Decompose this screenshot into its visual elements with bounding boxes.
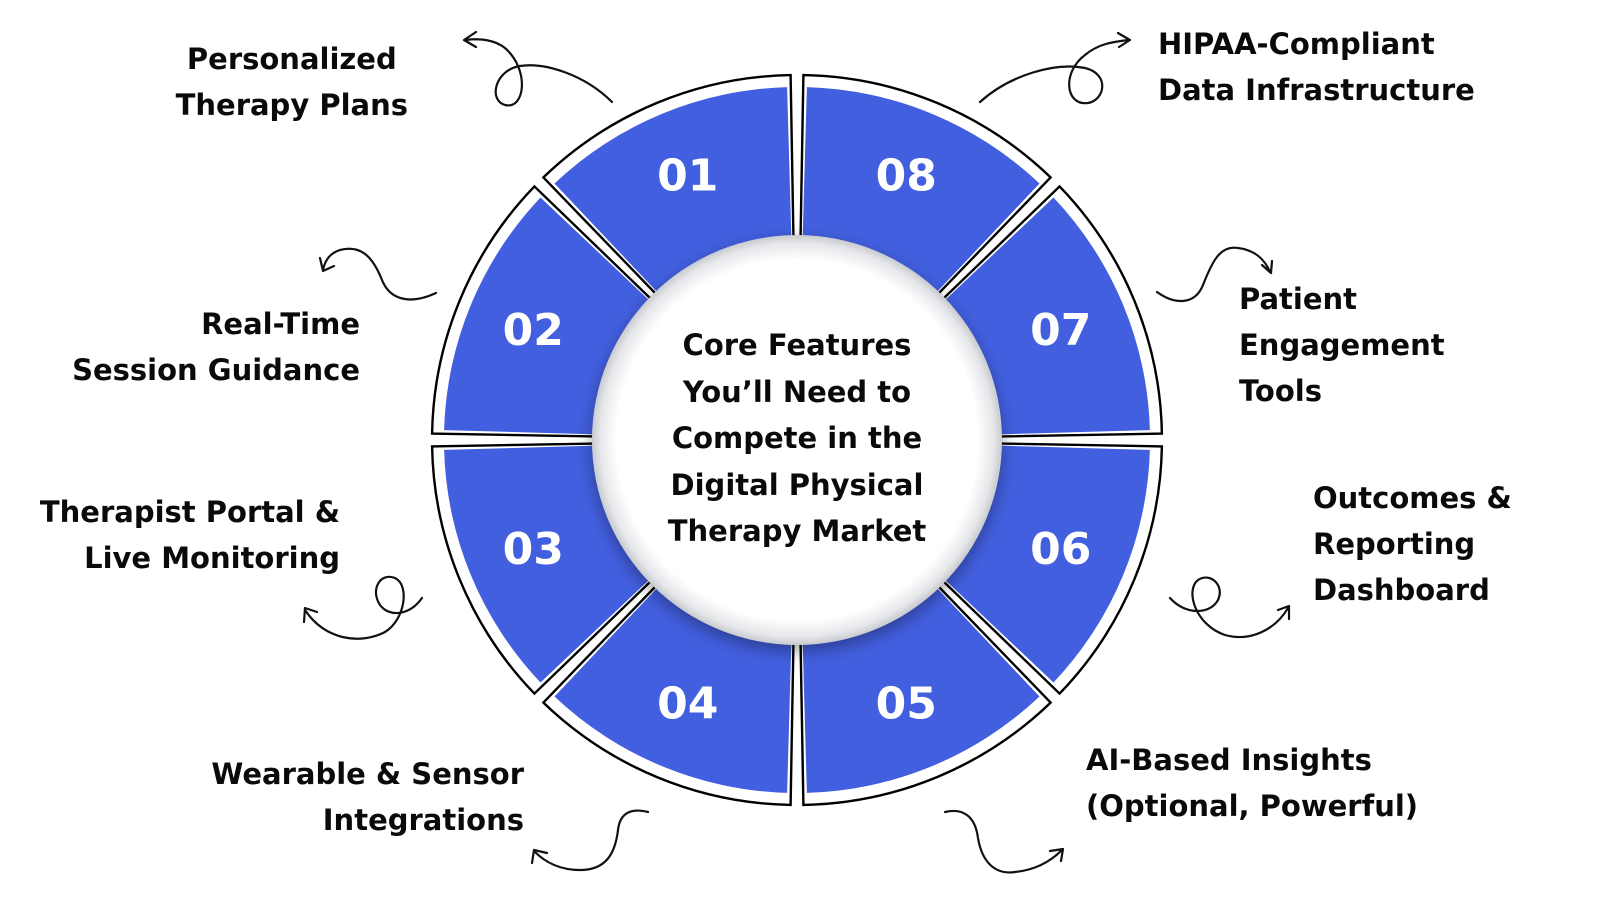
center-title-line: Therapy Market <box>667 514 927 548</box>
segment-number-02: 02 <box>503 305 564 356</box>
curly-arrow-icon-01 <box>462 30 614 107</box>
feature-label-line: Tools <box>1239 374 1322 408</box>
feature-label-line: Real-Time <box>201 307 360 341</box>
feature-label-08: HIPAA-Compliant Data Infrastructure <box>1158 21 1475 113</box>
feature-label-line: HIPAA-Compliant <box>1158 27 1435 61</box>
feature-label-line: Data Infrastructure <box>1158 73 1475 107</box>
curly-arrow-icon-07 <box>1155 246 1274 302</box>
feature-label-line: Reporting <box>1313 527 1476 561</box>
feature-label-07: Patient Engagement Tools <box>1239 276 1445 414</box>
segment-numbers: 01 02 03 04 05 06 07 08 <box>503 151 1092 730</box>
feature-label-05: AI-Based Insights (Optional, Powerful) <box>1086 737 1418 829</box>
feature-label-line: AI-Based Insights <box>1086 743 1372 777</box>
curly-arrow-icon-06 <box>1168 576 1291 639</box>
center-circle <box>592 235 1002 645</box>
center-title-line: You’ll Need to <box>682 374 912 409</box>
segment-number-01: 01 <box>657 151 718 202</box>
feature-label-line: Live Monitoring <box>84 541 340 575</box>
feature-label-line: Wearable & Sensor <box>211 757 524 791</box>
curly-arrow-icon-05 <box>943 809 1065 874</box>
feature-label-line: Outcomes & <box>1313 481 1512 515</box>
arrows-layer <box>302 30 1291 874</box>
feature-label-line: Dashboard <box>1313 573 1490 607</box>
feature-label-line: Personalized <box>186 42 397 76</box>
center-circle-group <box>592 235 1002 645</box>
feature-label-06: Outcomes & Reporting Dashboard <box>1313 475 1512 613</box>
feature-label-03: Therapist Portal & Live Monitoring <box>40 489 340 581</box>
curly-arrow-icon-08 <box>978 31 1132 105</box>
curly-arrow-icon-04 <box>530 809 650 872</box>
center-title-line: Core Features <box>682 328 912 362</box>
segment-number-06: 06 <box>1030 524 1091 575</box>
feature-label-line: Patient <box>1239 282 1358 316</box>
feature-label-line: Therapy Plans <box>175 88 408 122</box>
segment-number-03: 03 <box>503 524 564 575</box>
feature-label-02: Real-Time Session Guidance <box>72 301 360 393</box>
feature-label-line: Session Guidance <box>72 353 360 387</box>
feature-label-line: (Optional, Powerful) <box>1086 789 1419 823</box>
center-title-line: Digital Physical <box>670 467 924 502</box>
curly-arrow-icon-03 <box>302 575 424 640</box>
feature-label-line: Therapist Portal & <box>39 495 340 529</box>
segment-number-05: 05 <box>876 678 937 729</box>
curly-arrow-icon-02 <box>318 247 438 301</box>
center-title-line: Compete in the <box>671 421 923 455</box>
segment-number-04: 04 <box>657 678 718 729</box>
feature-label-01: Personalized Therapy Plans <box>176 36 408 128</box>
feature-label-line: Engagement <box>1239 328 1445 362</box>
segment-number-08: 08 <box>876 151 937 202</box>
segment-number-07: 07 <box>1030 305 1091 356</box>
feature-label-04: Wearable & Sensor Integrations <box>211 751 524 843</box>
feature-label-line: Integrations <box>322 803 524 837</box>
center-title: Core Features You’ll Need to Compete in … <box>597 322 997 555</box>
